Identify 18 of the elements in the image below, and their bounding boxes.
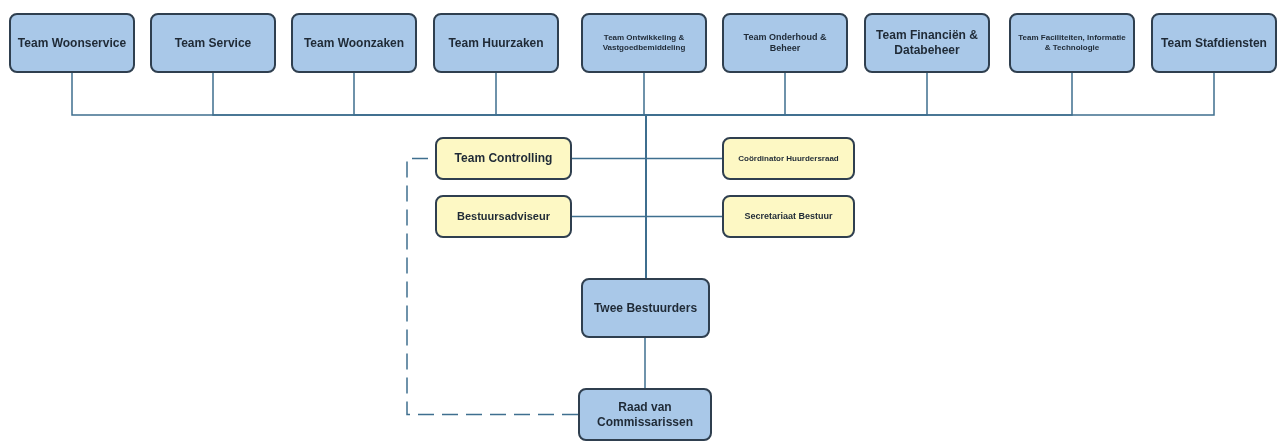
org-unit-box: Twee Bestuurders (581, 278, 710, 338)
org-unit-box: Team Huurzaken (433, 13, 559, 73)
org-unit-box: Secretariaat Bestuur (722, 195, 855, 238)
connector-line (645, 215, 723, 279)
org-unit-box: Team Service (150, 13, 276, 73)
org-unit-box: Team Woonservice (9, 13, 135, 73)
org-unit-box: Team Onderhoud & Beheer (722, 13, 848, 73)
org-unit-box: Coördinator Huurdersraad (722, 137, 855, 180)
org-unit-box: Team Stafdiensten (1151, 13, 1277, 73)
org-unit-box: Team Ontwikkeling & Vastgoedbemiddeling (581, 13, 707, 73)
connector-line (644, 337, 646, 389)
org-unit-box: Team Controlling (435, 137, 572, 180)
org-unit-box: Raad van Commissarissen (578, 388, 712, 441)
org-unit-box: Team Woonzaken (291, 13, 417, 73)
org-unit-box: Team Financiën & Databeheer (864, 13, 990, 73)
org-unit-box: Team Faciliteiten, Informatie & Technologie (1009, 13, 1135, 73)
org-unit-box: Bestuursadviseur (435, 195, 572, 238)
dashed-connector (406, 157, 579, 416)
